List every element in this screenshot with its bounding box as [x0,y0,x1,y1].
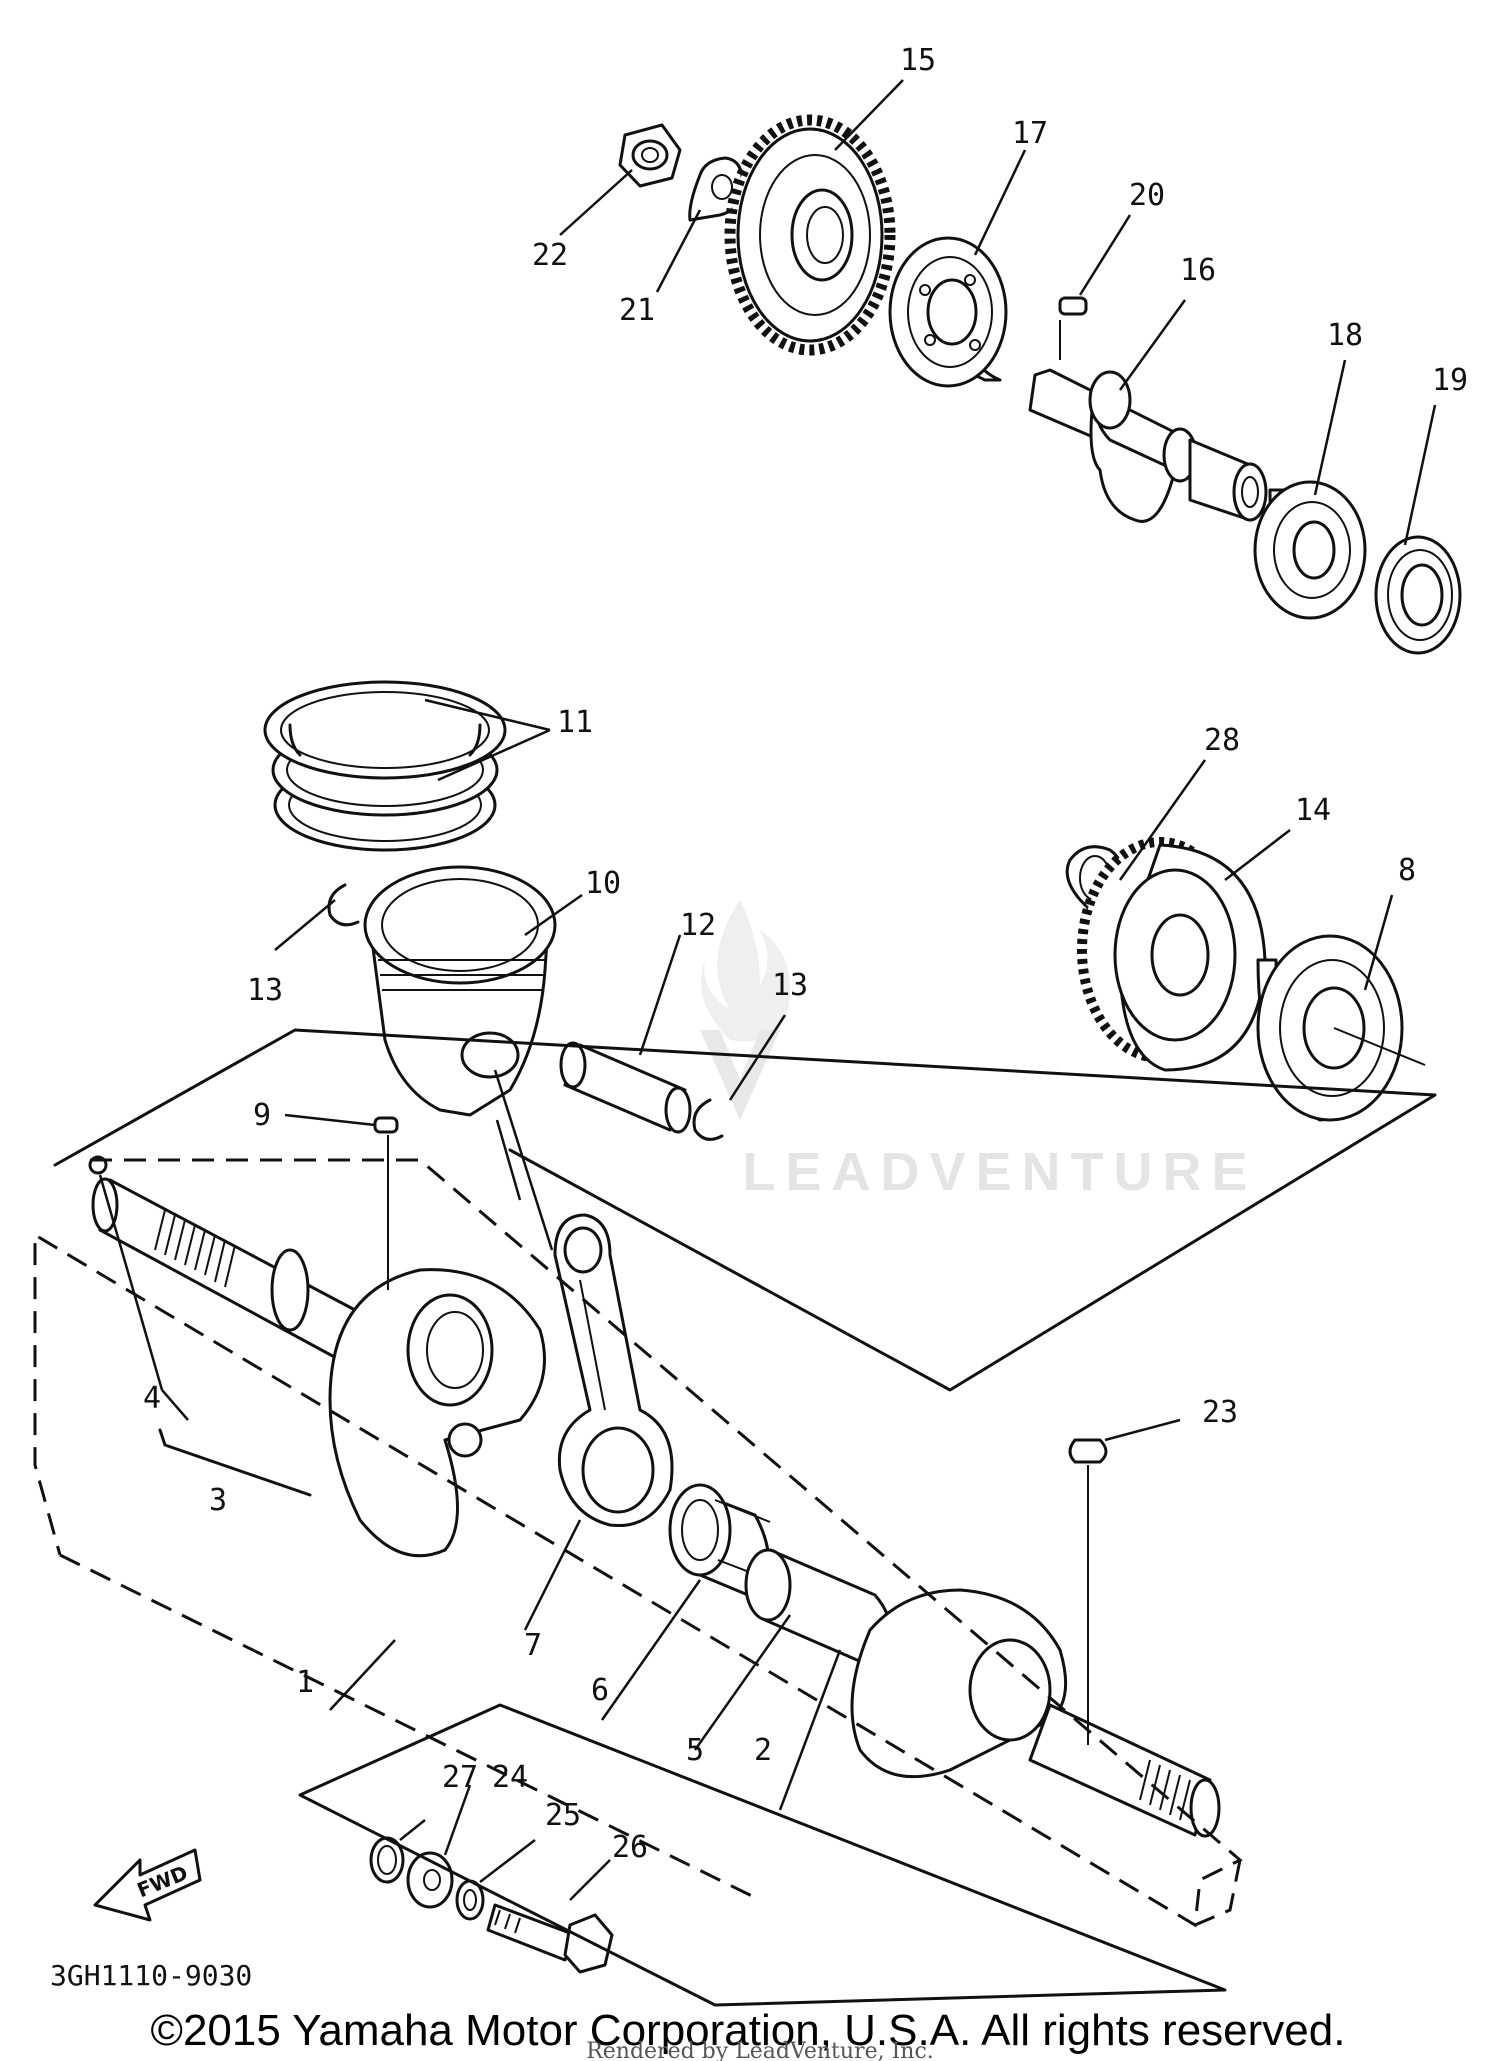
callout-22: 22 [532,238,568,273]
primary-drive-gear-14-part [1077,837,1267,1072]
diagram-code: 3GH1110-9030 [50,1959,252,1992]
callout-15: 15 [900,43,936,78]
woodruff-key-23-part [1068,1438,1108,1745]
crank-web-3-part [328,1268,546,1558]
callout-25: 25 [545,1798,581,1833]
callout-10: 10 [585,866,621,901]
hardware-frame [298,1703,1227,2007]
callout-28: 28 [1204,723,1240,758]
callout-14: 14 [1295,793,1331,828]
callout-9: 9 [253,1098,271,1133]
oil-seal-19-part [1374,535,1462,655]
crankshaft-right-part [850,1588,1221,1838]
leader-lines [98,79,1437,1901]
callout-20: 20 [1129,178,1165,213]
nut-part [618,123,682,188]
callout-21: 21 [619,293,655,328]
callout-8: 8 [1398,853,1416,888]
crankshaft-assembly-frame-lower [59,1553,761,1902]
callout-12: 12 [680,908,716,943]
piston-group-frame [53,1028,1437,1392]
woodruff-key-20-part [1058,296,1088,316]
copyright-notice: ©2015 Yamaha Motor Corporation, U.S.A. A… [151,2006,1346,2055]
fwd-arrow: FWD [93,1848,202,1922]
callout-18: 18 [1327,318,1363,353]
callout-24: 24 [492,1760,528,1795]
piston-part [363,865,557,1117]
bearing-17-part [888,236,1008,388]
callout-23: 23 [1202,1395,1238,1430]
balancer-shaft-part [1028,320,1268,523]
callout-4: 4 [143,1381,161,1416]
callout-2: 2 [754,1733,772,1768]
callout-17: 17 [1012,116,1048,151]
balancer-gear-part [724,114,896,356]
leadventure-watermark: LEADVENTURE [700,900,1257,1202]
callout-labels: 1 2 3 4 5 6 7 8 9 10 11 12 13 13 14 15 1… [143,43,1468,1865]
callout-6: 6 [591,1673,609,1708]
piston-pin-part [559,1041,692,1134]
callout-11: 11 [557,705,593,740]
woodruff-key-9-part [373,1116,399,1290]
bearing-18-part [1253,480,1367,620]
watermark-text: LEADVENTURE [742,1142,1257,1202]
callout-5: 5 [686,1733,704,1768]
callout-26: 26 [612,1830,648,1865]
callout-13-right: 13 [772,968,808,1003]
connecting-rod-part [553,1213,674,1528]
piston-rings-part [263,680,507,852]
callout-7: 7 [524,1628,542,1663]
callout-1: 1 [296,1665,314,1700]
callout-19: 19 [1432,363,1468,398]
callout-16: 16 [1180,253,1216,288]
crankshaft-left-part [88,1155,357,1362]
callout-3: 3 [209,1483,227,1518]
o-ring-27-part [369,1836,405,1884]
crank-sub-frame [158,1428,312,1497]
callout-27: 27 [442,1760,478,1795]
rendered-by-notice: Rendered by LeadVenture, Inc. [586,2039,934,2061]
crankshaft-assembly-frame-edge [1194,1859,1242,1927]
bolt-26-part [486,1903,614,1974]
crankshaft-assembly-frame [33,1158,1243,1928]
piston-pin-clip-part [327,883,724,1141]
callout-13-left: 13 [247,973,283,1008]
